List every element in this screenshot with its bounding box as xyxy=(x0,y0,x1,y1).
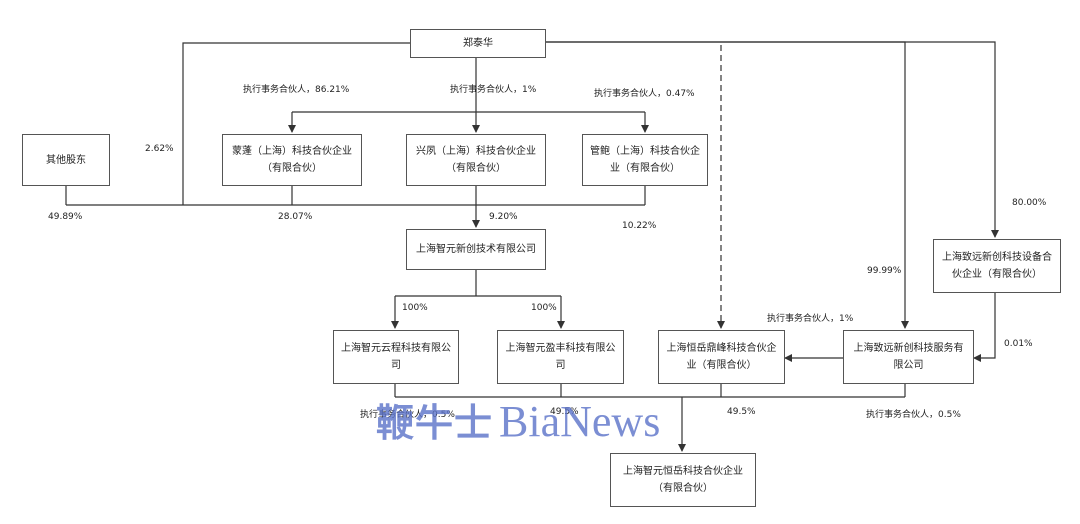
label-partner-86-21: 执行事务合伙人，86.21% xyxy=(243,85,350,95)
label-partner-0-47: 执行事务合伙人，0.47% xyxy=(594,89,695,99)
label-0-01: 0.01% xyxy=(1004,339,1033,349)
label-2-62: 2.62% xyxy=(145,144,174,154)
watermark-en: BiaNews xyxy=(499,397,661,446)
label-partner-0-5-left: 执行事务合伙人，0.5% xyxy=(360,410,455,420)
node-zhiyuan-yuncheng: 上海智元云程科技有限公司 xyxy=(333,330,459,384)
node-zhiyuan-yingfeng: 上海智元盈丰科技有限公司 xyxy=(497,330,624,384)
label-80-00: 80.00% xyxy=(1012,198,1047,208)
node-zhiyuan-equipment: 上海致远新创科技设备合伙企业（有限合伙） xyxy=(933,239,1061,293)
watermark-cn: 鞭牛士 xyxy=(376,400,494,445)
label-49-5-right: 49.5% xyxy=(727,407,756,417)
node-mengpeng: 蒙蓬（上海）科技合伙企业（有限合伙） xyxy=(222,134,362,186)
label-partner-1: 执行事务合伙人，1% xyxy=(450,85,537,95)
node-zhiyuan-service: 上海致远新创科技服务有限公司 xyxy=(843,330,974,384)
label-28-07: 28.07% xyxy=(278,212,313,222)
label-partner-0-5-right: 执行事务合伙人，0.5% xyxy=(866,410,961,420)
node-other-shareholders: 其他股东 xyxy=(22,134,110,186)
label-10-22: 10.22% xyxy=(622,221,657,231)
node-xingfeng: 兴夙（上海）科技合伙企业（有限合伙） xyxy=(406,134,546,186)
label-partner-1-right: 执行事务合伙人，1% xyxy=(767,314,854,324)
node-zhiyuan-hengyue: 上海智元恒岳科技合伙企业（有限合伙） xyxy=(610,453,756,507)
node-zheng-taihua: 郑泰华 xyxy=(410,29,546,58)
node-hengyue-dingfeng: 上海恒岳鼎峰科技合伙企业（有限合伙） xyxy=(658,330,785,384)
label-49-89: 49.89% xyxy=(48,212,83,222)
label-100-right: 100% xyxy=(531,303,557,313)
label-9-20: 9.20% xyxy=(489,212,518,222)
label-100-left: 100% xyxy=(402,303,428,313)
label-49-5-left: 49.5% xyxy=(550,407,579,417)
node-guanpao: 管鲍（上海）科技合伙企业（有限合伙） xyxy=(582,134,708,186)
node-zhiyuan-xinchuang: 上海智元新创技术有限公司 xyxy=(406,229,546,270)
label-99-99: 99.99% xyxy=(867,266,902,276)
